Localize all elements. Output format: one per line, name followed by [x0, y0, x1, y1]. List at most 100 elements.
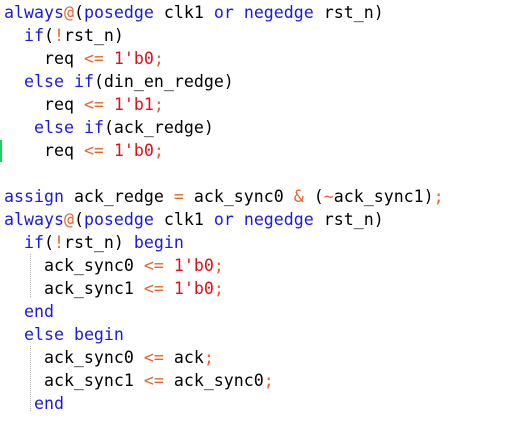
code-token [104, 95, 114, 114]
code-token [104, 49, 114, 68]
code-token: else [23, 325, 64, 344]
code-token: ! [53, 233, 64, 252]
code-line[interactable]: end [4, 300, 54, 323]
code-line[interactable]: ack_sync0 <= 1'b0; [4, 254, 224, 277]
code-token: end [33, 394, 64, 413]
code-token: end [23, 302, 54, 321]
code-token: posedge [83, 210, 154, 229]
code-token: 1'b0 [173, 279, 214, 298]
code-token [4, 394, 34, 413]
code-line[interactable]: req <= 1'b0; [4, 47, 164, 70]
code-token: begin [73, 325, 124, 344]
code-token: @ [63, 210, 74, 229]
code-token: = [173, 187, 184, 206]
indent-guide [30, 346, 31, 411]
code-token: 1'b0 [113, 141, 154, 160]
code-token: req [4, 49, 84, 68]
code-token: <= [143, 279, 164, 298]
code-token: ! [53, 26, 64, 45]
code-line[interactable]: end [4, 392, 64, 415]
code-token: ack_sync0 [4, 256, 144, 275]
code-line[interactable]: else begin [4, 323, 124, 346]
code-token [64, 325, 74, 344]
code-line[interactable]: always@(posedge clk1 or negedge rst_n) [4, 208, 384, 231]
code-line[interactable]: if(!rst_n) begin [4, 231, 184, 254]
code-token: rst_n) [313, 3, 384, 22]
code-line[interactable]: always@(posedge clk1 or negedge rst_n) [4, 1, 384, 24]
code-token: 1'b0 [113, 49, 154, 68]
code-line[interactable]: if(!rst_n) [4, 24, 124, 47]
code-token: 1'b0 [173, 256, 214, 275]
code-token [4, 26, 24, 45]
code-token: else [23, 72, 64, 91]
code-token: negedge [243, 3, 314, 22]
code-token: if [83, 118, 104, 137]
code-line[interactable]: else if(din_en_redge) [4, 70, 234, 93]
code-token: <= [83, 141, 104, 160]
code-token: ack_sync1 [4, 279, 144, 298]
code-token: ( [73, 210, 84, 229]
code-token: ; [153, 141, 164, 160]
code-token [74, 118, 84, 137]
code-line[interactable]: ack_sync0 <= ack; [4, 346, 214, 369]
code-token: assign [4, 187, 64, 206]
code-token: (din_en_redge) [93, 72, 234, 91]
change-marker [0, 140, 2, 162]
code-line[interactable]: else if(ack_redge) [4, 116, 214, 139]
code-token: ( [43, 233, 54, 252]
code-token: req [4, 95, 84, 114]
code-line[interactable]: ack_sync1 <= 1'b0; [4, 277, 224, 300]
code-token: ; [203, 348, 214, 367]
code-token: @ [63, 3, 74, 22]
code-line[interactable]: req <= 1'b0; [4, 139, 164, 162]
code-token [4, 72, 24, 91]
code-token: ( [303, 187, 324, 206]
code-token: req [4, 141, 84, 160]
code-token [4, 302, 24, 321]
code-token: ack_redge [63, 187, 174, 206]
code-token: <= [143, 348, 164, 367]
code-token [164, 279, 174, 298]
code-token: ack_sync0 [4, 348, 144, 367]
code-line[interactable]: req <= 1'b1; [4, 93, 164, 116]
code-token: ( [73, 3, 84, 22]
code-token: ; [153, 95, 164, 114]
code-token: ; [213, 279, 224, 298]
code-token [4, 233, 24, 252]
code-token: rst_n) [313, 210, 384, 229]
code-token: ack [163, 348, 204, 367]
code-line[interactable]: ack_sync1 <= ack_sync0; [4, 369, 274, 392]
code-token: <= [83, 49, 104, 68]
indent-guide [30, 254, 31, 297]
code-token: (ack_redge) [103, 118, 214, 137]
code-token: ( [43, 26, 54, 45]
code-token: begin [133, 233, 184, 252]
code-token: & [293, 187, 304, 206]
code-token [104, 141, 114, 160]
code-token: 1'b1 [113, 95, 154, 114]
code-token: negedge [243, 210, 314, 229]
code-token: ack_sync0 [183, 187, 294, 206]
code-token: ; [263, 371, 274, 390]
code-token: ack_sync0 [163, 371, 264, 390]
code-token: ; [153, 49, 164, 68]
code-token [4, 118, 34, 137]
code-token [64, 72, 74, 91]
code-token: ; [433, 187, 444, 206]
code-token: ack_sync1 [4, 371, 144, 390]
code-token: if [23, 233, 44, 252]
code-line[interactable]: assign ack_redge = ack_sync0 & (~ack_syn… [4, 185, 444, 208]
code-token [234, 210, 244, 229]
code-token: ~ [323, 187, 334, 206]
code-token: rst_n) [63, 26, 124, 45]
code-token: clk1 [153, 3, 214, 22]
code-token: if [73, 72, 94, 91]
code-token [234, 3, 244, 22]
code-token: ack_sync1) [333, 187, 434, 206]
code-token: always [4, 210, 64, 229]
code-token: rst_n) [63, 233, 134, 252]
code-token: posedge [83, 3, 154, 22]
code-token: if [23, 26, 44, 45]
code-token: or [213, 3, 234, 22]
